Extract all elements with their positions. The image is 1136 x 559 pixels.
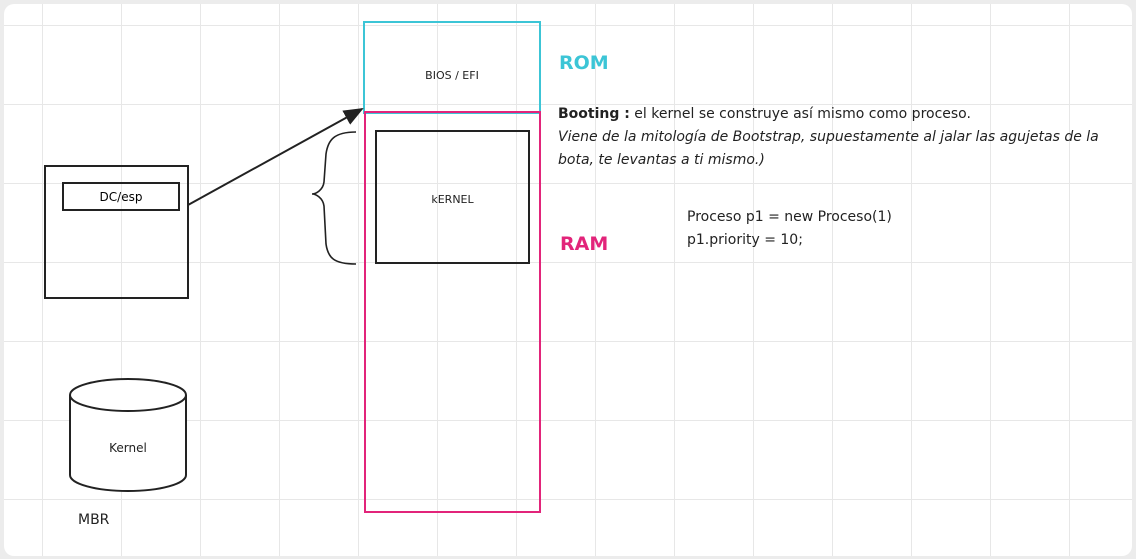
kernel-box: kERNEL: [375, 130, 530, 264]
booting-description: el kernel se construye así mismo como pr…: [629, 106, 971, 122]
booting-term: Booting :: [558, 106, 630, 122]
kernel-brace: [311, 131, 357, 265]
booting-note: Booting : el kernel se construye así mis…: [558, 103, 1123, 126]
canvas-board: BIOS / EFI kERNEL DC/esp Kernel ROM RAM …: [4, 4, 1132, 556]
boot-arrow: [187, 108, 364, 206]
disk-label: Kernel: [109, 441, 147, 455]
rom-title: ROM: [559, 52, 609, 74]
ram-box: [364, 111, 541, 513]
diagram-connectors: Kernel: [69, 108, 364, 492]
kernel-label: kERNEL: [431, 193, 474, 206]
code-line-2: p1.priority = 10;: [687, 232, 803, 248]
code-line-1: Proceso p1 = new Proceso(1): [687, 209, 892, 225]
disk-cylinder: [69, 378, 187, 492]
dc-esp-box: DC/esp: [62, 182, 180, 211]
bootstrap-note: Viene de la mitología de Bootstrap, supu…: [558, 129, 1099, 168]
ram-title: RAM: [560, 233, 609, 255]
bios-efi-label: BIOS / EFI: [425, 69, 479, 82]
mbr-label: MBR: [78, 512, 110, 528]
boot-device-box: [44, 165, 189, 299]
code-snippet: Proceso p1 = new Proceso(1) p1.priority …: [687, 206, 892, 252]
dc-esp-label: DC/esp: [99, 189, 143, 204]
rom-box: BIOS / EFI: [363, 21, 541, 114]
